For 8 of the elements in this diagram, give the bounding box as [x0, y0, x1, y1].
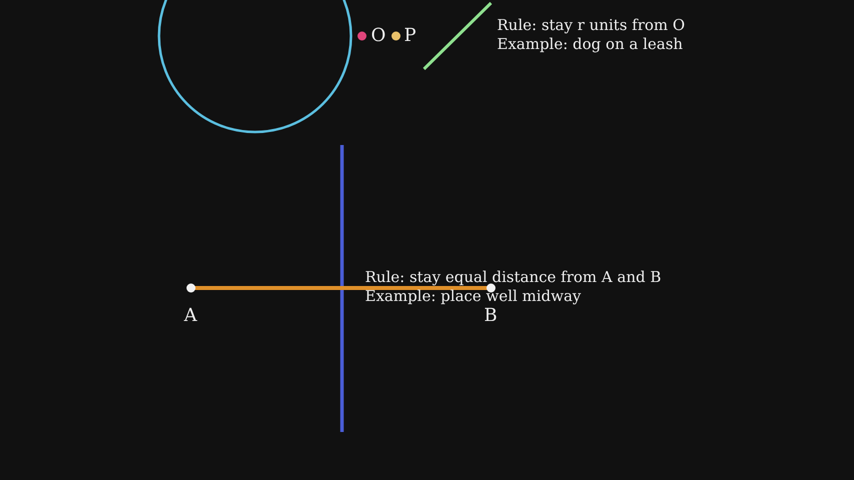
point-label: O — [371, 26, 386, 46]
example-text: Example: place well midway — [365, 287, 582, 305]
rule-text: Rule: stay r units from O — [497, 16, 685, 34]
example-text: Example: dog on a leash — [497, 35, 683, 53]
point-label: A — [184, 306, 197, 326]
rule-text: Rule: stay equal distance from A and B — [365, 268, 662, 286]
point-label: P — [404, 26, 416, 46]
point-label: B — [484, 306, 498, 326]
